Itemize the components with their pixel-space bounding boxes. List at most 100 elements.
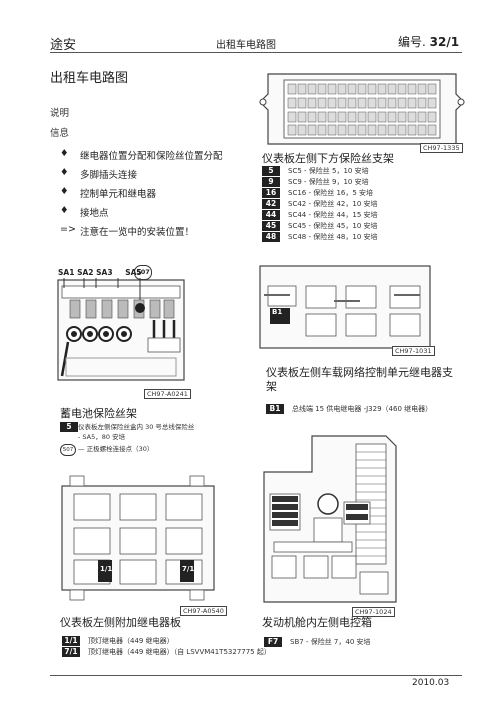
list-text: 接地点 [80, 208, 109, 219]
network-legend: B1 总线端 15 供电继电器 -J329（460 继电器） [266, 404, 476, 415]
fuse-desc: - 保险丝 42，10 安培 [308, 200, 378, 208]
section-title: 仪表板左侧车载网络控制单元继电器支架 [266, 366, 453, 393]
fuse-badge: 5 [262, 166, 280, 176]
figure-ref: CH97-1024 [352, 607, 395, 617]
relay-panel-legend: 1/1 顶灯继电器（449 继电器） 7/1 顶灯继电器（449 继电器）（自 LS… [62, 636, 282, 658]
battery-legend: 5 仪表板左侧保险丝盒内 30 号总线保险丝 - SA5，80 安培 507 —… [60, 422, 200, 456]
fuse-label-sa5: SA5 [125, 268, 142, 277]
engine-box-legend: F7 SB7 - 保险丝 7，40 安培 [264, 637, 464, 648]
fuse-code-list: 5 SC5 - 保险丝 5，10 安培 9 SC9 - 保险丝 9，10 安培 16… [262, 166, 462, 243]
list-text: 继电器位置分配和保险丝位置分配 [80, 151, 223, 162]
bolt-desc: — 正极螺栓连接点（30） [78, 445, 154, 453]
list-item: 48 SC48 - 保险丝 48，10 安培 [262, 232, 462, 243]
list-marker: ♦ [60, 186, 69, 197]
fuse-desc: - 保险丝 48，10 安培 [308, 233, 378, 241]
fuse-code: SC5 [288, 167, 302, 175]
fuse-code: SC45 [288, 222, 307, 230]
battery-fuse-labels: SA1 SA2 SA3 SA5 [58, 268, 142, 277]
list-marker: ♦ [60, 167, 69, 178]
list-item: 44 SC44 - 保险丝 44，15 安培 [262, 210, 462, 221]
list-item: ♦ 继电器位置分配和保险丝位置分配 [60, 148, 223, 162]
fuse-badge: 9 [262, 177, 280, 187]
relay-badge: 7/1 [62, 647, 80, 657]
fuse-holder-diagram [259, 73, 465, 145]
fuse-code: SC42 [288, 200, 307, 208]
figure-ref: CH97-A0540 [180, 606, 227, 616]
fuse-desc: - 保险丝 16，5 安培 [308, 189, 374, 197]
footer-date: 2010.03 [412, 678, 450, 688]
list-item: 45 SC45 - 保险丝 45，10 安培 [262, 221, 462, 232]
list-item: 9 SC9 - 保险丝 9，10 安培 [262, 177, 462, 188]
relay-position-label: B1 [272, 308, 283, 316]
footer-rule [50, 675, 462, 676]
page-title: 出租车电路图 [50, 71, 129, 86]
page-label: 编号. [398, 35, 426, 49]
bolt-badge: 507 [60, 444, 76, 456]
fuse-badge: 16 [262, 188, 280, 198]
header-rule [50, 52, 462, 53]
figure-ref: CH97-A0241 [144, 389, 191, 399]
brand-name: 途安 [50, 38, 77, 53]
fuse-badge: 5 [60, 422, 78, 432]
fuse-code: SC44 [288, 211, 307, 219]
fuse-label-sa2: SA2 [77, 268, 94, 277]
list-item: => 注意在一览中的安装位置！ [60, 224, 194, 238]
list-item: 507 — 正极螺栓连接点（30） [60, 444, 200, 456]
fuse-code: SC48 [288, 233, 307, 241]
fuse-desc: - 保险丝 7，40 安培 [305, 638, 371, 646]
list-item: B1 总线端 15 供电继电器 -J329（460 继电器） [266, 404, 476, 415]
list-item: 5 仪表板左侧保险丝盒内 30 号总线保险丝 - SA5，80 安培 [60, 422, 200, 444]
fuse-label-sa1: SA1 [58, 268, 75, 277]
list-item: 5 SC5 - 保险丝 5，10 安培 [262, 166, 462, 177]
fuse-desc: 仪表板左侧保险丝盒内 30 号总线保险丝 - SA5，80 安培 [78, 423, 195, 441]
list-text: 多脚插头连接 [80, 170, 138, 181]
fuse-code: SB7 [290, 638, 304, 646]
list-item: 42 SC42 - 保险丝 42，10 安培 [262, 199, 462, 210]
fuse-label-sa3: SA3 [96, 268, 113, 277]
fuse-badge: 45 [262, 221, 280, 231]
relay-label-1: 1/1 [100, 565, 113, 573]
battery-fuse-diagram [57, 278, 185, 381]
relay-badge: 1/1 [62, 636, 80, 646]
list-text: 注意在一览中的安装位置！ [80, 227, 195, 238]
relay-desc: 总线端 15 供电继电器 -J329（460 继电器） [292, 405, 433, 413]
fuse-code: SC9 [288, 178, 302, 186]
page-num: 32/1 [429, 35, 460, 49]
list-item: F7 SB7 - 保险丝 7，40 安培 [264, 637, 464, 648]
list-marker: => [60, 224, 76, 235]
relay-desc: 顶灯继电器（449 继电器）（自 LSVVM41T5327775 起） [88, 648, 271, 656]
relay-label-7: 7/1 [182, 565, 195, 573]
intro-line-1: 说明 [50, 108, 70, 119]
list-text: 控制单元和继电器 [80, 189, 157, 200]
relay-badge: B1 [266, 404, 284, 414]
list-marker: ♦ [60, 148, 69, 159]
network-relay-diagram [259, 265, 431, 349]
section-title: 蓄电池保险丝架 [60, 407, 137, 420]
list-item: ♦ 接地点 [60, 205, 109, 219]
fuse-badge: 42 [262, 199, 280, 209]
list-item: ♦ 多脚插头连接 [60, 167, 137, 181]
list-item: 1/1 顶灯继电器（449 继电器） [62, 636, 282, 647]
fuse-desc: - 保险丝 9，10 安培 [304, 178, 369, 186]
fuse-badge: F7 [264, 637, 282, 647]
figure-ref: CH97-1335 [420, 143, 463, 153]
fuse-desc: - 保险丝 5，10 安培 [304, 167, 369, 175]
section-title: 仪表板左侧下方保险丝支架 [262, 152, 394, 165]
relay-panel-diagram [61, 475, 215, 601]
figure-ref: CH97-1031 [392, 346, 435, 356]
engine-box-diagram [263, 435, 397, 603]
fuse-badge: 44 [262, 210, 280, 220]
doc-name: 出租车电路图 [216, 40, 276, 51]
fuse-desc: - 保险丝 45，10 安培 [308, 222, 378, 230]
fuse-code: SC16 [288, 189, 307, 197]
fuse-badge: 48 [262, 232, 280, 242]
list-item: ♦ 控制单元和继电器 [60, 186, 156, 200]
fuse-desc: - 保险丝 44，15 安培 [308, 211, 378, 219]
list-item: 16 SC16 - 保险丝 16，5 安培 [262, 188, 462, 199]
relay-desc: 顶灯继电器（449 继电器） [88, 637, 174, 645]
section-title: 发动机舱内左侧电控箱 [262, 616, 372, 629]
list-item: 7/1 顶灯继电器（449 继电器）（自 LSVVM41T5327775 起） [62, 647, 282, 658]
page-number: 编号. 32/1 [398, 33, 459, 50]
list-marker: ♦ [60, 205, 69, 216]
section-title: 仪表板左侧附加继电器板 [60, 616, 181, 629]
